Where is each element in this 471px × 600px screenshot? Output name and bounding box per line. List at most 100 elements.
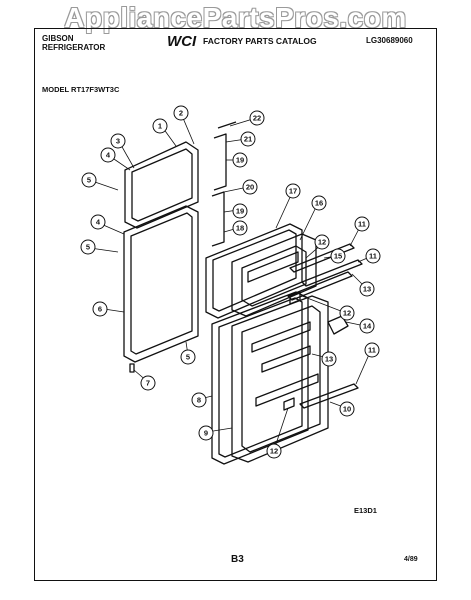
callout-label: 18 <box>236 224 244 233</box>
callout-circle <box>232 152 248 168</box>
callout-label: 5 <box>186 353 190 362</box>
callout-12: 12 <box>266 443 282 459</box>
callout-layer: 1234545675222119201918171615111211131214… <box>80 105 381 459</box>
freezer-gasket-inner <box>131 148 193 222</box>
page-number: B3 <box>231 554 244 565</box>
callout-label: 15 <box>334 252 342 261</box>
callout-circle <box>240 131 256 147</box>
callout-circle <box>81 172 97 188</box>
fresh-gasket-outline <box>123 205 199 363</box>
callout-circle <box>180 349 196 365</box>
callout-13: 13 <box>321 351 337 367</box>
callout-label: 16 <box>315 199 323 208</box>
fresh-shelf-2 <box>261 345 311 373</box>
figure-code: E13D1 <box>354 506 377 515</box>
freezer-liner-outline <box>205 223 303 319</box>
callout-label: 13 <box>325 355 333 364</box>
callout-circle <box>285 183 301 199</box>
callout-circle <box>321 351 337 367</box>
callout-circle <box>364 342 380 358</box>
freezer-shelf <box>247 251 299 283</box>
callout-19: 19 <box>232 203 248 219</box>
callout-label: 12 <box>343 309 351 318</box>
callout-label: 8 <box>197 396 201 405</box>
callout-18: 18 <box>232 220 248 236</box>
callout-label: 13 <box>363 285 371 294</box>
callout-2: 2 <box>173 105 189 121</box>
callout-circle <box>140 375 156 391</box>
door-stop-top <box>213 133 227 191</box>
callout-19: 19 <box>232 152 248 168</box>
hinge-pin <box>129 363 135 373</box>
callout-12: 12 <box>314 234 330 250</box>
fresh-shelf-3 <box>255 373 319 407</box>
callout-label: 2 <box>179 109 183 118</box>
freezer-rail-lower <box>301 259 363 287</box>
callout-label: 6 <box>98 305 102 314</box>
callout-circle <box>354 216 370 232</box>
callout-label: 11 <box>358 220 366 229</box>
callout-circle <box>339 401 355 417</box>
handle-piece-lower <box>283 397 295 411</box>
callout-label: 12 <box>318 238 326 247</box>
callout-4: 4 <box>90 214 106 230</box>
callout-10: 10 <box>339 401 355 417</box>
callout-circle <box>152 118 168 134</box>
callout-13: 13 <box>359 281 375 297</box>
catalog-number: LG30689060 <box>366 36 413 45</box>
callout-11: 11 <box>354 216 370 232</box>
catalog-title: FACTORY PARTS CATALOG <box>203 36 317 46</box>
callout-circle <box>314 234 330 250</box>
fresh-shelf-1 <box>251 321 311 353</box>
callout-11: 11 <box>364 342 380 358</box>
callout-5: 5 <box>81 172 97 188</box>
callout-circle <box>198 425 214 441</box>
callout-label: 11 <box>368 346 376 355</box>
callout-circle <box>339 305 355 321</box>
callout-label: 21 <box>244 135 252 144</box>
callout-label: 14 <box>363 322 372 331</box>
wci-logo-text: WCI <box>167 33 197 48</box>
callout-1: 1 <box>152 118 168 134</box>
bracket-14 <box>327 315 349 335</box>
callout-7: 7 <box>140 375 156 391</box>
callout-circle <box>191 392 207 408</box>
fresh-gasket-inner <box>130 212 193 355</box>
callout-21: 21 <box>240 131 256 147</box>
fresh-door-recess <box>241 305 321 453</box>
callout-3: 3 <box>110 133 126 149</box>
callout-label: 19 <box>236 207 244 216</box>
model-label: MODEL RT17F3WT3C <box>42 85 120 94</box>
fresh-liner-inner <box>218 297 303 458</box>
callout-label: 4 <box>96 218 101 227</box>
callout-5: 5 <box>180 349 196 365</box>
callout-circle <box>365 248 381 264</box>
callout-circle <box>311 195 327 211</box>
callout-label: 7 <box>146 379 150 388</box>
callout-8: 8 <box>191 392 207 408</box>
callout-6: 6 <box>92 301 108 317</box>
callout-label: 4 <box>106 151 111 160</box>
page-border <box>34 28 437 581</box>
callout-label: 10 <box>343 405 351 414</box>
callout-circle <box>173 105 189 121</box>
callout-label: 9 <box>204 429 208 438</box>
callout-label: 11 <box>369 252 377 261</box>
hinge-cap <box>217 121 237 129</box>
freezer-door-panel <box>231 233 317 317</box>
callout-circle <box>359 281 375 297</box>
callout-label: 17 <box>289 187 297 196</box>
callout-circle <box>92 301 108 317</box>
door-parts-drawing <box>123 121 363 465</box>
callout-circle <box>100 147 116 163</box>
callout-9: 9 <box>198 425 214 441</box>
callout-label: 19 <box>236 156 244 165</box>
callout-14: 14 <box>359 318 375 334</box>
product-label: REFRIGERATOR <box>42 43 106 52</box>
callout-circle <box>249 110 265 126</box>
freezer-rail-upper <box>289 243 355 273</box>
callout-circle <box>80 239 96 255</box>
callout-circle <box>110 133 126 149</box>
